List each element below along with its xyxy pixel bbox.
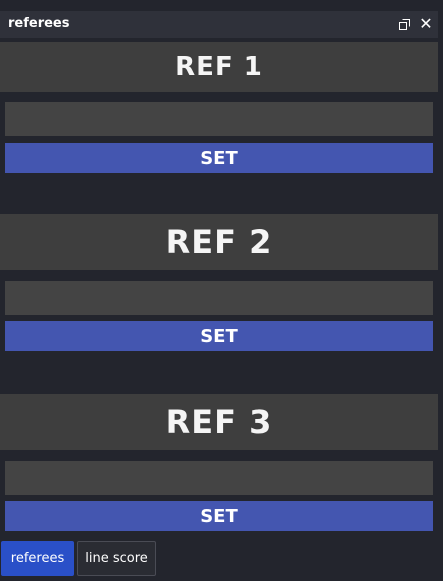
ref-2-input[interactable] [5, 281, 433, 315]
ref-3-input[interactable] [5, 461, 433, 495]
window-title: referees [8, 16, 70, 31]
ref-1-input[interactable] [5, 102, 433, 136]
ref-3-set-button[interactable]: SET [5, 501, 433, 531]
close-icon[interactable]: ✕ [419, 14, 433, 33]
tab-referees[interactable]: referees [1, 541, 74, 576]
tab-line-score[interactable]: line score [77, 541, 156, 576]
popout-icon[interactable] [396, 16, 412, 32]
ref-1-header: REF 1 [0, 42, 438, 92]
ref-1-set-button[interactable]: SET [5, 143, 433, 173]
ref-2-set-button[interactable]: SET [5, 321, 433, 351]
window-titlebar: referees ✕ [0, 11, 438, 38]
ref-3-label: REF 3 [165, 403, 273, 441]
ref-2-label: REF 2 [165, 223, 273, 261]
ref-3-header: REF 3 [0, 394, 438, 450]
tab-bar: referees line score [0, 541, 443, 576]
ref-1-label: REF 1 [175, 52, 263, 82]
ref-2-header: REF 2 [0, 214, 438, 270]
